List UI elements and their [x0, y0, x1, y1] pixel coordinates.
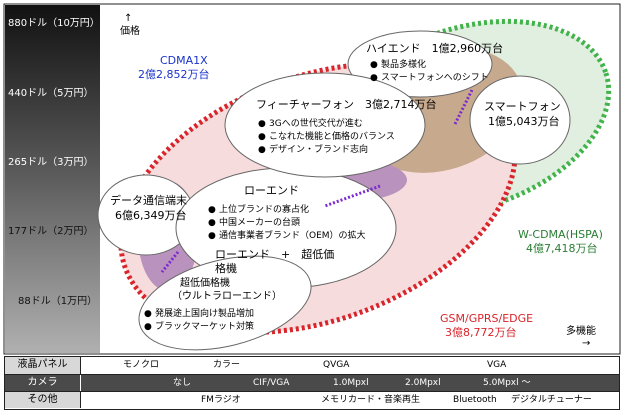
- ultralow-bullet: 発展途上国向け製品増加: [155, 307, 254, 319]
- feature-phone-ellipse: [224, 72, 426, 178]
- smartphone-ellipse: [469, 75, 571, 165]
- table-cell: FMラジオ: [201, 395, 241, 405]
- table-cell: 2.0Mpxl: [405, 378, 441, 388]
- price-band: [5, 5, 100, 353]
- y-axis-label: 価格: [120, 24, 140, 37]
- gsm-count: 3億8,772万台: [445, 325, 517, 339]
- x-axis-arrow: →: [582, 338, 590, 349]
- divider-line: [160, 251, 180, 273]
- smartphone-count: 1億5,043万台: [488, 114, 560, 128]
- bullet-icon: ●: [144, 309, 152, 319]
- lowend-bullet: 上位ブランドの寡占化: [219, 203, 309, 215]
- wcdma-name: W-CDMA(HSPA): [518, 228, 603, 241]
- bullet-icon: ●: [258, 145, 266, 155]
- y-tick-label: 440ドル（5万円）: [8, 87, 93, 99]
- table-row: 液晶パネル モノクロ カラー QVGA VGA: [5, 357, 619, 374]
- lowend-bullet: 通信事業者ブランド（OEM）の拡大: [219, 229, 366, 241]
- table-cell: Bluetooth: [453, 395, 497, 405]
- ultralow-bullet: ブラックマーケット対策: [155, 320, 254, 332]
- lowend-bullet: 中国メーカーの台頭: [219, 216, 300, 228]
- gsm-name: GSM/GPRS/EDGE: [440, 312, 533, 325]
- highend-bullet: スマートフォンへのシフト: [381, 73, 489, 83]
- divider-line: [324, 184, 381, 208]
- table-row: その他 FMラジオ メモリカード・音楽再生 Bluetooth デジタルチューナ…: [5, 391, 619, 408]
- table-cell: VGA: [487, 360, 507, 370]
- table-row: カメラ なし CIF/VGA 1.0Mpxl 2.0Mpxl 5.0Mpxl ～: [5, 374, 619, 391]
- wcdma-count: 4億7,418万台: [526, 241, 598, 255]
- table-cell: デジタルチューナー: [511, 395, 592, 405]
- lowend-combo-label: ローエンド + 超低価: [215, 247, 334, 261]
- bullet-icon: ●: [258, 119, 266, 129]
- table-cell: なし: [173, 378, 192, 388]
- highend-title: ハイエンド 1億2,960万台: [366, 41, 503, 55]
- y-tick-label: 880ドル（10万円）: [8, 17, 100, 29]
- row-header: その他: [5, 392, 81, 408]
- table-cell: CIF/VGA: [253, 378, 290, 388]
- x-axis-label: 多機能: [566, 324, 596, 337]
- bullet-icon: ●: [208, 231, 216, 241]
- cdma-name: CDMA1X: [160, 54, 208, 67]
- feature-bullet: 3Gへの世代交代が進む: [269, 117, 363, 129]
- data-terminal-title: データ通信端末: [110, 193, 187, 207]
- table-cell: メモリカード・音楽再生: [321, 395, 421, 405]
- highend-ellipse: [347, 30, 493, 98]
- table-cell: 1.0Mpxl: [333, 378, 369, 388]
- y-tick-label: 265ドル（3万円）: [8, 156, 93, 168]
- feature-phone-title: フィーチャーフォン 3億2,714万台: [256, 97, 437, 111]
- bullet-icon: ●: [144, 322, 152, 332]
- bullet-icon: ●: [208, 218, 216, 228]
- bullet-icon: ●: [370, 60, 378, 70]
- table-cell: QVGA: [323, 360, 350, 370]
- bullet-icon: ●: [208, 205, 216, 215]
- feature-bullet: デザイン・ブランド志向: [269, 143, 368, 155]
- highend-bullet: 製品多様化: [381, 58, 426, 70]
- row-header: カメラ: [5, 375, 81, 391]
- cdma-count: 2億2,852万台: [138, 67, 210, 81]
- table-cell: 5.0Mpxl ～: [483, 378, 531, 388]
- feature-bullet: こなれた機能と価格のバランス: [269, 130, 395, 142]
- table-cell: モノクロ: [123, 360, 160, 370]
- lowend-title: ローエンド: [244, 184, 299, 197]
- ultralow-ellipse: [138, 255, 312, 351]
- data-terminal-count: 6億6,349万台: [115, 208, 187, 222]
- table-cell: カラー: [213, 360, 241, 370]
- lowend-combo-label: 格機: [215, 261, 237, 275]
- y-tick-label: 88ドル（1万円）: [18, 295, 97, 307]
- y-tick-label: 177ドル（2万円）: [8, 225, 93, 237]
- feature-table: 液晶パネル モノクロ カラー QVGA VGA カメラ なし CIF/VGA 1…: [4, 356, 620, 410]
- ultralow-title: 超低価格機: [180, 276, 230, 289]
- row-header: 液晶パネル: [5, 357, 81, 374]
- ultralow-subtitle: （ウルトラローエンド）: [172, 290, 282, 302]
- smartphone-title: スマートフォン: [484, 100, 561, 113]
- bullet-icon: ●: [370, 73, 378, 83]
- bullet-icon: ●: [258, 132, 266, 142]
- y-axis-arrow: ↑: [124, 13, 132, 24]
